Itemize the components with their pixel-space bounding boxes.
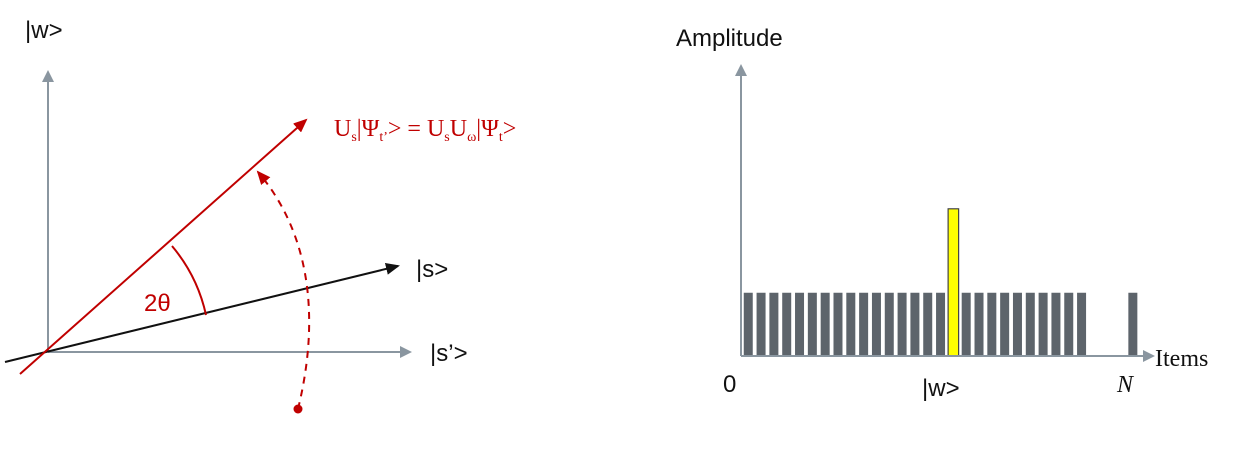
bar <box>1037 291 1050 357</box>
origin-label: 0 <box>723 371 736 398</box>
rotation-arc <box>256 170 311 410</box>
bar <box>755 291 768 357</box>
bar <box>844 291 857 357</box>
bar <box>1062 291 1075 357</box>
bar <box>742 291 755 357</box>
bar <box>985 291 998 357</box>
bar <box>780 291 793 357</box>
bar <box>1049 291 1062 357</box>
marked-item-label: |w> <box>922 375 960 402</box>
marked-bar <box>947 208 960 357</box>
amplitude-chart: Amplitude Items 0 |w> N <box>676 25 1208 402</box>
bar <box>1011 291 1024 357</box>
x-axis-label: Items <box>1155 346 1208 372</box>
initial-state-dot <box>293 404 303 414</box>
result-label-part: |Ψ <box>476 116 499 142</box>
result-state-label: Us|Ψt’> = UsUω|Ψt> <box>334 116 516 145</box>
bar <box>883 291 896 357</box>
bar <box>806 291 819 357</box>
bar <box>1126 291 1139 357</box>
bar <box>896 291 909 357</box>
result-label-sub: t <box>499 130 503 145</box>
bar <box>921 291 934 357</box>
rotated-state-vector <box>19 118 308 375</box>
result-label-sub: s <box>444 130 449 145</box>
bar <box>998 291 1011 357</box>
bar <box>1024 291 1037 357</box>
result-label-part: > <box>503 116 517 142</box>
result-label-part: U <box>450 116 467 142</box>
bar <box>870 291 883 357</box>
result-label-part: > = U <box>388 116 444 142</box>
bar-group <box>742 208 1139 357</box>
s-label: |s> <box>416 256 448 283</box>
bar <box>934 291 947 357</box>
result-label-part: |Ψ <box>357 116 380 142</box>
result-label-sub: ω <box>467 130 476 145</box>
bar <box>767 291 780 357</box>
s-prime-label: |s’> <box>430 340 468 367</box>
bar <box>973 291 986 357</box>
result-label-sub: t’ <box>379 130 388 145</box>
result-label-sub: s <box>351 130 356 145</box>
rotation-diagram: |w> |s> |s’> 2θ Us|Ψt’> = UsUω|Ψt> <box>4 17 516 414</box>
bar <box>819 291 832 357</box>
s-vector <box>4 263 400 363</box>
bar <box>857 291 870 357</box>
bar <box>960 291 973 357</box>
bar <box>831 291 844 357</box>
bar <box>1075 291 1088 357</box>
angle-label: 2θ <box>144 290 171 317</box>
result-label-part: U <box>334 116 351 142</box>
bar <box>908 291 921 357</box>
end-item-label: N <box>1116 372 1135 398</box>
w-axis-label: |w> <box>25 17 63 44</box>
angle-arc <box>171 245 207 316</box>
bar <box>793 291 806 357</box>
y-axis-label: Amplitude <box>676 25 783 52</box>
